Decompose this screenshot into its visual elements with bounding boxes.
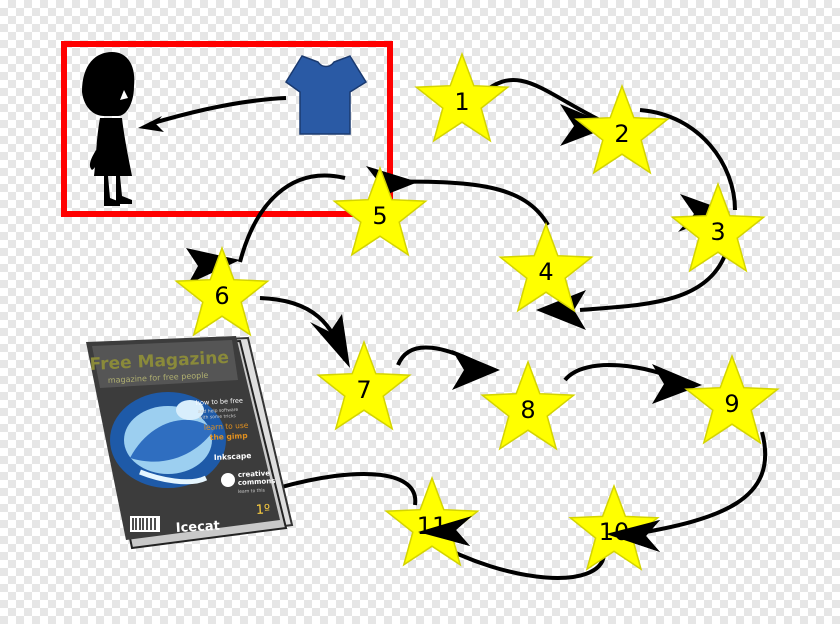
- magazine-cover-name: Icecat: [175, 519, 220, 536]
- star-1: 1: [416, 54, 507, 141]
- star-7: 7: [318, 342, 409, 429]
- arrowhead-8-9: [652, 364, 702, 404]
- star-label: 7: [356, 376, 371, 404]
- star-label: 1: [454, 88, 469, 116]
- star-label: 5: [372, 202, 387, 230]
- t-shirt-icon: [286, 56, 366, 134]
- magazine-cover-icon: Free Magazine magazine for free people h…: [86, 336, 292, 548]
- star-label: 4: [538, 258, 553, 286]
- girl-silhouette-icon: [82, 52, 134, 206]
- star-9: 9: [686, 356, 777, 443]
- star-8: 8: [482, 362, 573, 449]
- star-label: 8: [520, 396, 535, 424]
- arrowhead-7-8: [452, 350, 500, 390]
- arrowhead-6-7: [310, 314, 350, 368]
- star-2: 2: [576, 86, 667, 173]
- star-label: 2: [614, 120, 629, 148]
- star-label: 3: [710, 218, 725, 246]
- star-label: 6: [214, 282, 229, 310]
- star-6: 6: [176, 248, 267, 335]
- shirt-to-girl-arrow: [138, 98, 286, 132]
- magazine-issue: 1º: [255, 502, 270, 518]
- star-label: 9: [724, 390, 739, 418]
